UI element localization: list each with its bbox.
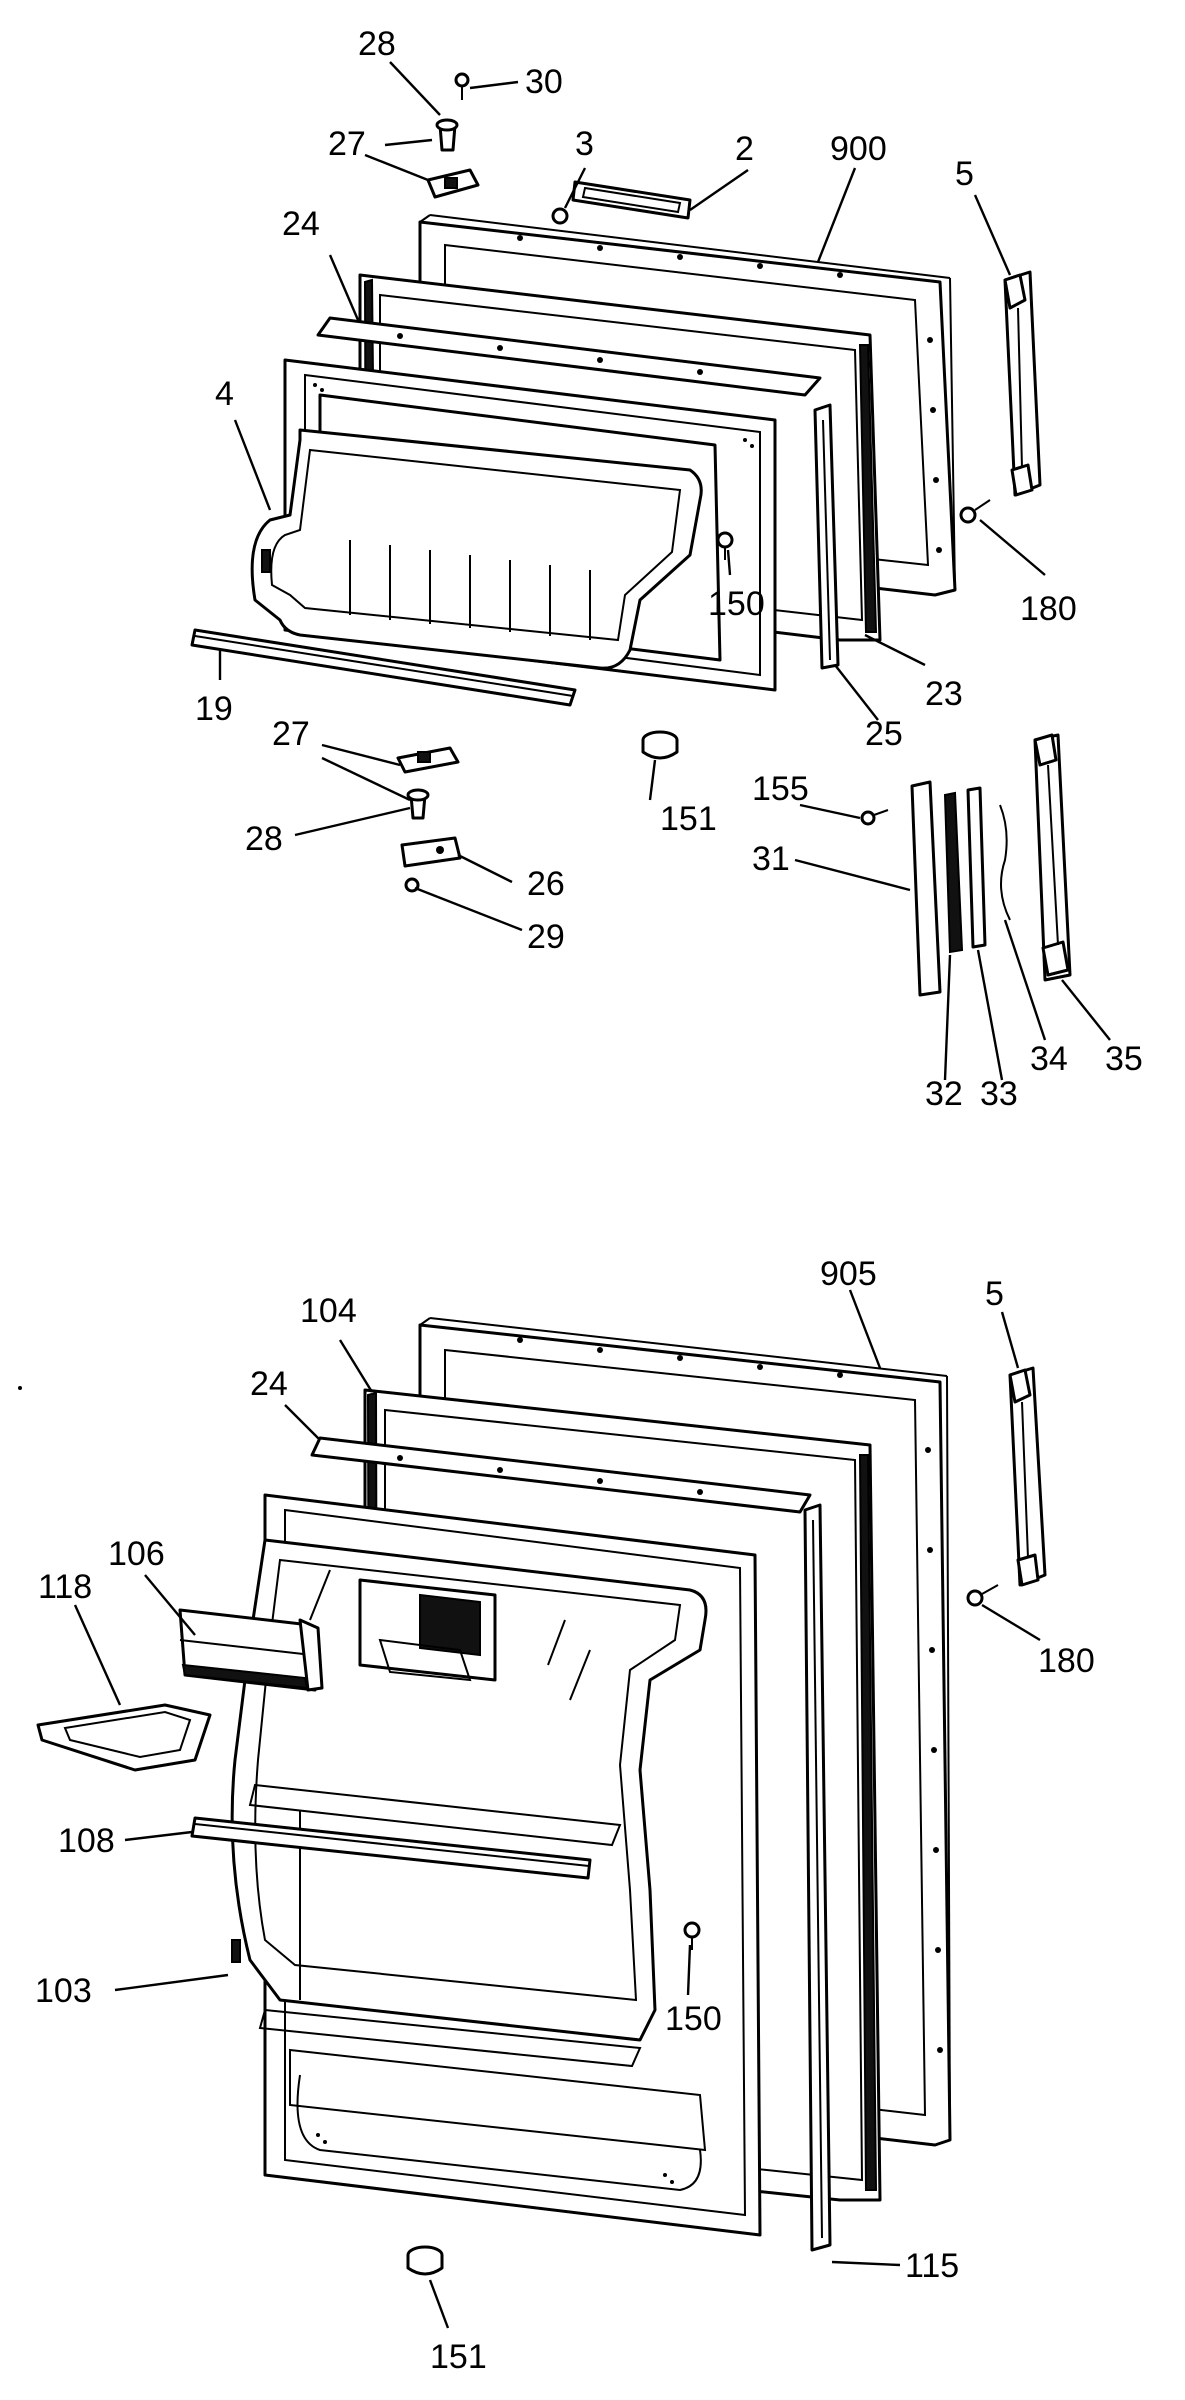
label-103: 103 xyxy=(35,1972,92,2010)
label-32: 32 xyxy=(925,1075,963,1113)
label-118: 118 xyxy=(38,1568,92,1606)
label-19: 19 xyxy=(195,690,233,728)
label-35: 35 xyxy=(1105,1040,1143,1078)
label-905: 905 xyxy=(820,1255,877,1293)
label-108: 108 xyxy=(58,1822,115,1860)
label-27: 27 xyxy=(328,125,366,163)
label-28b: 28 xyxy=(245,820,283,858)
label-4: 4 xyxy=(215,375,234,413)
bottom-leaders xyxy=(73,1289,1041,2329)
part-5-handle xyxy=(1008,1366,1047,1587)
part-33-strip xyxy=(966,786,987,949)
label-155: 155 xyxy=(752,770,809,808)
part-151-plug xyxy=(406,2245,444,2276)
label-26: 26 xyxy=(527,865,565,903)
part-19-bottom-rail xyxy=(190,628,577,707)
part-28-top-pin xyxy=(435,118,459,152)
part-106-dairy-bin xyxy=(178,1608,324,1692)
label-115: 115 xyxy=(905,2247,959,2285)
freezer-door-assembly: 28 30 27 3 2 900 5 24 4 150 180 19 23 25… xyxy=(190,25,1143,1113)
part-27-top-hinge xyxy=(426,168,480,199)
part-150-screw xyxy=(716,531,734,560)
label-106: 106 xyxy=(108,1535,165,1573)
part-31-side-bar xyxy=(910,780,942,997)
label-28: 28 xyxy=(358,25,396,63)
part-150-screw xyxy=(683,1921,701,1950)
part-24-top-strip xyxy=(316,316,822,397)
part-25-vertical-strip xyxy=(813,403,840,670)
label-180: 180 xyxy=(1020,590,1077,628)
label-29: 29 xyxy=(527,918,565,956)
label-151b: 151 xyxy=(430,2338,487,2376)
top-labels: 28 30 27 3 2 900 5 24 4 150 180 19 23 25… xyxy=(195,25,1143,1113)
label-30: 30 xyxy=(525,63,563,101)
part-180-screw xyxy=(959,499,991,524)
part-4-freezer-bin xyxy=(250,428,703,670)
label-25: 25 xyxy=(865,715,903,753)
part-26-hinge-bracket xyxy=(400,836,462,868)
fresh-food-door-assembly: 905 5 104 24 106 118 180 108 103 150 115… xyxy=(18,1255,1095,2376)
label-900: 900 xyxy=(830,130,887,168)
part-115-vertical-strip xyxy=(803,1503,832,2252)
part-151-plug xyxy=(641,730,679,760)
label-2: 2 xyxy=(735,130,754,168)
label-5b: 5 xyxy=(985,1275,1004,1313)
top-leaders xyxy=(218,61,1111,1081)
label-150b: 150 xyxy=(665,2000,722,2038)
label-31: 31 xyxy=(752,840,790,878)
bottom-labels: 905 5 104 24 106 118 180 108 103 150 115… xyxy=(35,1255,1095,2376)
part-3-screw xyxy=(551,207,569,225)
label-34: 34 xyxy=(1030,1040,1068,1078)
label-24: 24 xyxy=(282,205,320,243)
label-180b: 180 xyxy=(1038,1642,1095,1680)
part-32-gasket-strip xyxy=(943,791,964,954)
label-5: 5 xyxy=(955,155,974,193)
part-27-bottom-hinge xyxy=(396,746,460,774)
label-23: 23 xyxy=(925,675,963,713)
label-24b: 24 xyxy=(250,1365,288,1403)
label-151: 151 xyxy=(660,800,717,838)
part-2-top-handle xyxy=(571,180,692,220)
part-108-shelf-bar xyxy=(190,1816,592,1880)
part-24-top-strip xyxy=(310,1436,812,1514)
part-180-screw xyxy=(966,1584,999,1607)
part-35-hinge-channel xyxy=(1033,733,1072,982)
part-118-tray xyxy=(36,1703,212,1772)
part-34-wire xyxy=(999,804,1011,921)
part-30-screw xyxy=(454,72,470,100)
label-27b: 27 xyxy=(272,715,310,753)
label-3: 3 xyxy=(575,125,594,163)
part-28-bottom-pin xyxy=(406,788,430,820)
part-5-handle xyxy=(1003,270,1042,497)
label-104: 104 xyxy=(300,1292,357,1330)
label-33: 33 xyxy=(980,1075,1018,1113)
part-155-screw xyxy=(860,809,889,826)
label-150: 150 xyxy=(708,585,765,623)
